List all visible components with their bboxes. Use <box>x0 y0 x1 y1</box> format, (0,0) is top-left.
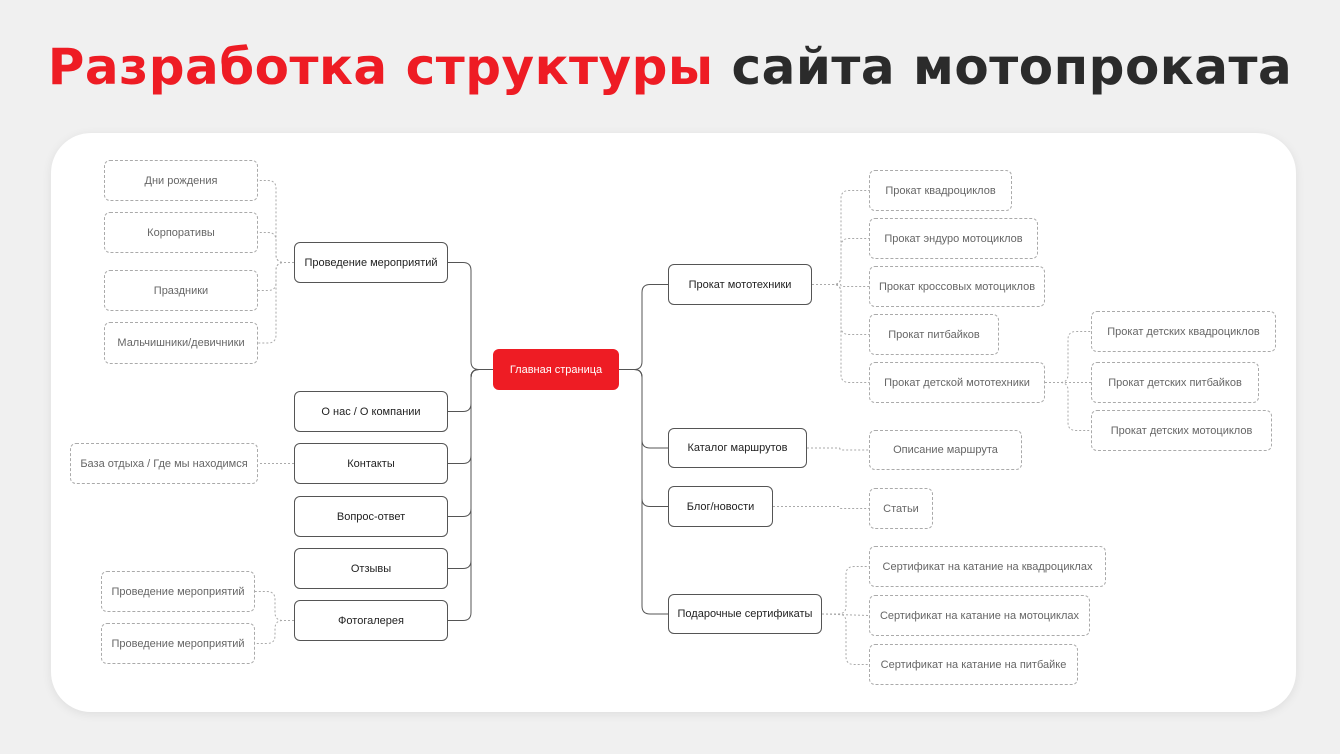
node-cert-pitbike[interactable]: Сертификат на катание на питбайке <box>869 644 1078 685</box>
node-faq[interactable]: Вопрос-ответ <box>294 496 448 537</box>
node-location[interactable]: База отдыха / Где мы находимся <box>70 443 258 484</box>
node-gift-certificates[interactable]: Подарочные сертификаты <box>668 594 822 634</box>
node-reviews[interactable]: Отзывы <box>294 548 448 589</box>
node-about[interactable]: О нас / О компании <box>294 391 448 432</box>
node-holidays[interactable]: Праздники <box>104 270 258 311</box>
node-kids-pitbike[interactable]: Прокат детских питбайков <box>1091 362 1259 403</box>
node-gallery-events-1[interactable]: Проведение мероприятий <box>101 571 255 612</box>
page-title: Разработка структуры сайта мотопроката <box>47 38 1293 96</box>
node-contacts[interactable]: Контакты <box>294 443 448 484</box>
node-gallery-events-2[interactable]: Проведение мероприятий <box>101 623 255 664</box>
node-route-description[interactable]: Описание маршрута <box>869 430 1022 470</box>
node-rental[interactable]: Прокат мототехники <box>668 264 812 305</box>
node-blog[interactable]: Блог/новости <box>668 486 773 527</box>
node-rent-atv[interactable]: Прокат квадроциклов <box>869 170 1012 211</box>
node-rent-enduro[interactable]: Прокат эндуро мотоциклов <box>869 218 1038 259</box>
node-home[interactable]: Главная страница <box>493 349 619 390</box>
node-rent-kids[interactable]: Прокат детской мототехники <box>869 362 1045 403</box>
node-parties[interactable]: Мальчишники/девичники <box>104 322 258 364</box>
node-kids-moto[interactable]: Прокат детских мотоциклов <box>1091 410 1272 451</box>
node-birthdays[interactable]: Дни рождения <box>104 160 258 201</box>
node-gallery[interactable]: Фотогалерея <box>294 600 448 641</box>
node-events[interactable]: Проведение мероприятий <box>294 242 448 283</box>
node-articles[interactable]: Статьи <box>869 488 933 529</box>
node-cert-atv[interactable]: Сертификат на катание на квадроциклах <box>869 546 1106 587</box>
node-cert-moto[interactable]: Сертификат на катание на мотоциклах <box>869 595 1090 636</box>
node-routes[interactable]: Каталог маршрутов <box>668 428 807 468</box>
node-kids-atv[interactable]: Прокат детских квадроциклов <box>1091 311 1276 352</box>
node-rent-cross[interactable]: Прокат кроссовых мотоциклов <box>869 266 1045 307</box>
node-rent-pitbike[interactable]: Прокат питбайков <box>869 314 999 355</box>
node-corporate[interactable]: Корпоративы <box>104 212 258 253</box>
